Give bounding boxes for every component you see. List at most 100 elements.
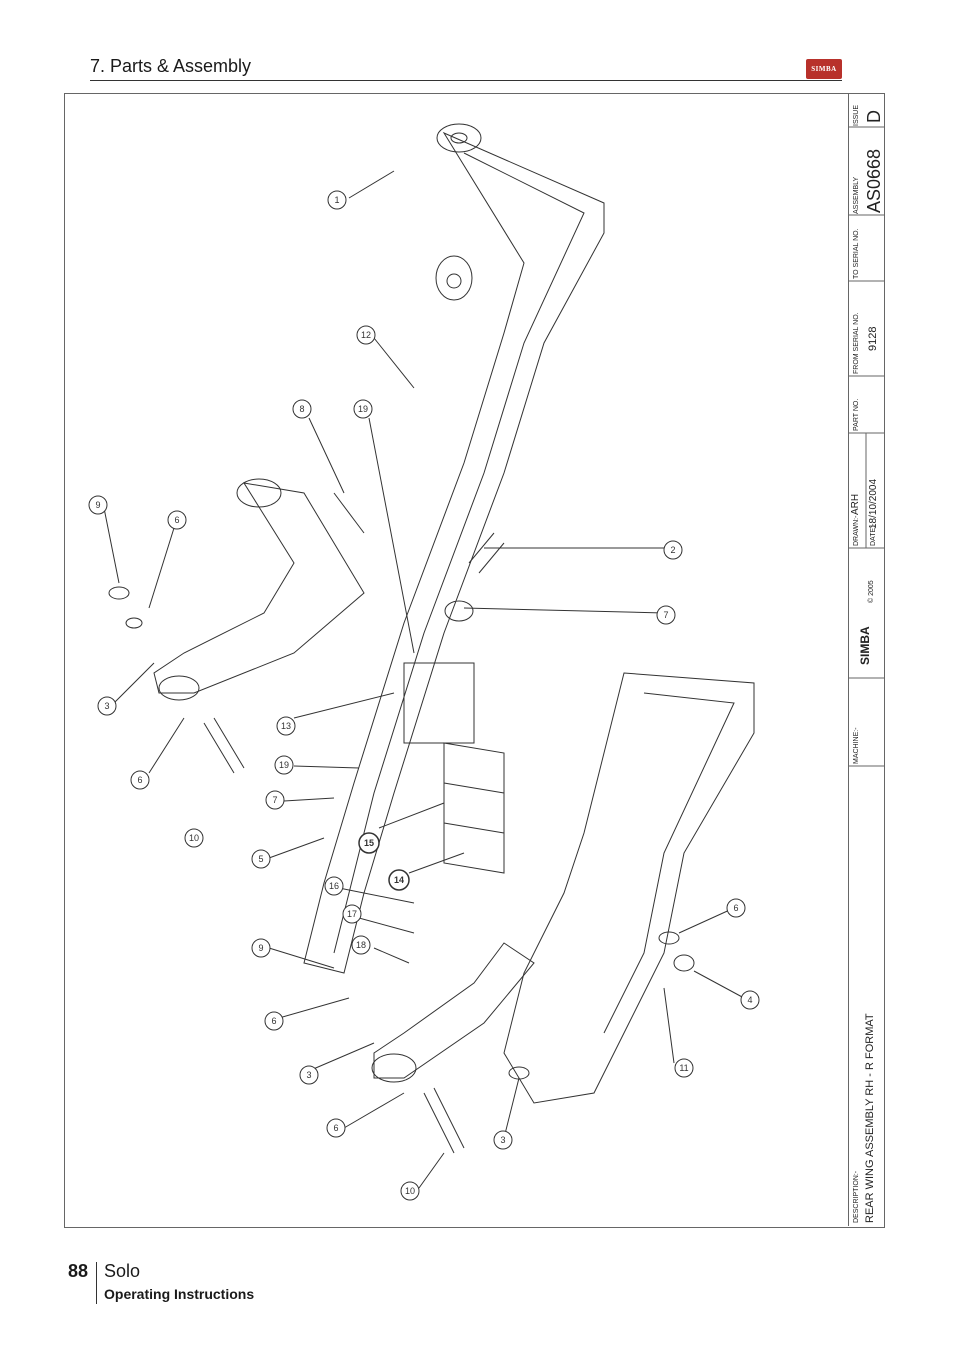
date-label: DATE:- bbox=[870, 523, 877, 546]
callout-bubble bbox=[400, 1181, 420, 1201]
description-label: DESCRIPTION:- bbox=[853, 1170, 860, 1223]
clamp-plates bbox=[443, 742, 505, 874]
from-serial-label: FROM SERIAL NO. bbox=[853, 312, 860, 374]
manual-subtitle: Operating Instructions bbox=[104, 1286, 255, 1302]
callout-bubble bbox=[342, 904, 362, 924]
callout-label: 13 bbox=[281, 721, 291, 731]
callout-bubble bbox=[356, 325, 376, 345]
callout-bubble bbox=[351, 935, 371, 955]
callout-bubble bbox=[274, 755, 294, 775]
copyright: © 2005 bbox=[867, 580, 875, 603]
assembly-label: ASSEMBLY bbox=[853, 176, 860, 214]
issue-label: ISSUE bbox=[853, 105, 860, 126]
callout-label: 6 bbox=[137, 775, 142, 785]
callout-label: 15 bbox=[364, 838, 374, 848]
callout-bubble bbox=[726, 898, 746, 918]
callout-bubble bbox=[740, 990, 760, 1010]
callout-bubble bbox=[251, 938, 271, 958]
section-title: 7. Parts & Assembly bbox=[90, 56, 252, 76]
callout-label: 10 bbox=[405, 1186, 415, 1196]
callout-bubble bbox=[292, 399, 312, 419]
nut-right bbox=[673, 954, 695, 972]
left-arm-pivot bbox=[236, 478, 282, 508]
callout-bubble bbox=[358, 832, 380, 854]
callout-bubble bbox=[353, 399, 373, 419]
callout-label: 11 bbox=[679, 1063, 688, 1073]
lower-frame bbox=[503, 672, 755, 1104]
upper-pivot-plate bbox=[435, 255, 473, 301]
callout-bubble bbox=[88, 495, 108, 515]
callout-bubble bbox=[130, 770, 150, 790]
callout-label: 7 bbox=[272, 795, 277, 805]
drawn-label: DRAWN:- bbox=[853, 515, 860, 546]
page-number: 88 bbox=[68, 1261, 89, 1281]
callout-bubble bbox=[674, 1058, 694, 1078]
callout-label: 6 bbox=[733, 903, 738, 913]
callout-label: 6 bbox=[333, 1123, 338, 1133]
callout-bubble bbox=[184, 828, 204, 848]
callout-bubble bbox=[326, 1118, 346, 1138]
logo-text: SIMBA bbox=[811, 65, 837, 73]
callout-bubble bbox=[493, 1130, 513, 1150]
callout-bubble bbox=[663, 540, 683, 560]
product-name: Solo bbox=[104, 1261, 141, 1281]
callout-label: 3 bbox=[104, 701, 109, 711]
washers-left bbox=[108, 586, 143, 629]
callout-label: 7 bbox=[663, 610, 668, 620]
top-pivot-hole bbox=[450, 132, 468, 144]
assembly-number: AS0668 bbox=[864, 149, 884, 213]
callout-bubble bbox=[656, 605, 676, 625]
brand-logo-text: SIMBA bbox=[858, 626, 872, 665]
header-rule bbox=[90, 80, 842, 81]
callout-label: 1 bbox=[334, 195, 339, 205]
drawn-value: ARH bbox=[850, 494, 861, 515]
lower-left-arm-end bbox=[371, 1053, 417, 1083]
footer-rule bbox=[96, 1262, 97, 1304]
bracket-block bbox=[403, 662, 475, 744]
spacer-washer bbox=[444, 600, 474, 622]
top-pivot-plate bbox=[436, 123, 482, 153]
main-beam-inner bbox=[333, 152, 585, 954]
callout-label: 18 bbox=[356, 940, 366, 950]
part-no-label: PART NO. bbox=[853, 399, 860, 431]
callout-label: 17 bbox=[347, 909, 357, 919]
callout-label: 8 bbox=[299, 404, 304, 414]
callout-label: 5 bbox=[258, 854, 263, 864]
callout-bubble bbox=[251, 849, 271, 869]
callout-label: 10 bbox=[189, 833, 199, 843]
left-arm bbox=[153, 482, 365, 694]
callout-bubble bbox=[97, 696, 117, 716]
exploded-assembly-drawing: 1 12 8 19 9 6 2 7 3 6 13 19 7 10 5 15 14… bbox=[88, 123, 760, 1201]
callout-bubble bbox=[264, 1011, 284, 1031]
from-serial-value: 9128 bbox=[867, 327, 879, 351]
callout-label: 14 bbox=[394, 875, 404, 885]
callout-bubble bbox=[167, 510, 187, 530]
main-beam bbox=[303, 131, 605, 974]
bolt-10-left bbox=[203, 717, 245, 774]
callout-label: 2 bbox=[670, 545, 675, 555]
callout-label: 3 bbox=[306, 1070, 311, 1080]
callout-label: 4 bbox=[747, 995, 752, 1005]
callout-bubble bbox=[324, 876, 344, 896]
title-block: ISSUE D ASSEMBLY AS0668 TO SERIAL NO. FR… bbox=[848, 93, 884, 1226]
callout-label: 9 bbox=[258, 943, 263, 953]
callout-label: 12 bbox=[361, 330, 371, 340]
bolt-10-lower bbox=[423, 1087, 465, 1154]
machine-label: MACHINE:- bbox=[853, 727, 860, 764]
issue-value: D bbox=[864, 110, 884, 123]
to-serial-label: TO SERIAL NO. bbox=[853, 228, 860, 279]
lower-left-arm bbox=[373, 942, 535, 1079]
callout-bubble bbox=[276, 716, 296, 736]
washer-right bbox=[658, 931, 680, 945]
left-arm-end bbox=[158, 675, 200, 701]
callout-label: 3 bbox=[500, 1135, 505, 1145]
callout-label: 6 bbox=[271, 1016, 276, 1026]
callout-bubble bbox=[327, 190, 347, 210]
pin-8 bbox=[333, 492, 365, 534]
leader-lines bbox=[103, 170, 745, 1189]
callout-label: 16 bbox=[329, 881, 339, 891]
callout-label: 19 bbox=[358, 404, 368, 414]
lower-frame-inner bbox=[603, 692, 735, 1034]
callout-bubble bbox=[299, 1065, 319, 1085]
callout-bubble bbox=[388, 869, 410, 891]
